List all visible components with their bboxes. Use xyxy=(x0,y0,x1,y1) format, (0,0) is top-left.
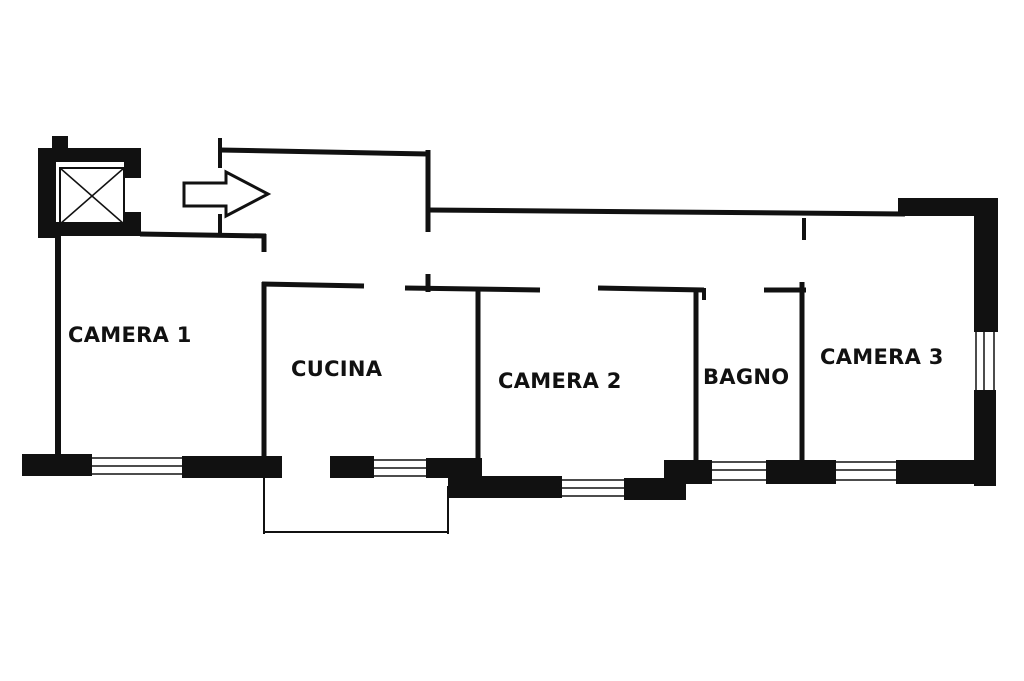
window-cucina xyxy=(374,459,426,477)
arrow-right-icon xyxy=(182,169,272,219)
window-camera-3-side xyxy=(975,332,995,390)
room-label-camera-3: CAMERA 3 xyxy=(820,345,944,369)
room-label-camera-1: CAMERA 1 xyxy=(68,323,192,347)
window-camera-3-bottom xyxy=(836,461,896,481)
stairwell xyxy=(38,136,141,238)
window-bagno xyxy=(712,461,766,481)
windows xyxy=(92,332,995,497)
room-label-bagno: BAGNO xyxy=(703,365,789,389)
window-camera-1 xyxy=(92,457,182,475)
room-label-camera-2: CAMERA 2 xyxy=(498,369,622,393)
lift-shaft-icon xyxy=(59,167,125,225)
window-camera-2 xyxy=(562,479,624,497)
exterior-walls xyxy=(22,198,998,500)
walls xyxy=(55,138,906,534)
room-label-cucina: CUCINA xyxy=(291,357,383,381)
